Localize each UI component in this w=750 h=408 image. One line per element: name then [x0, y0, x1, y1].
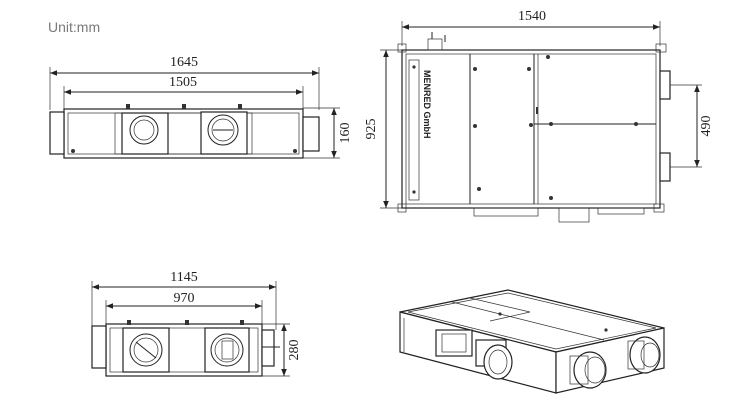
unit-body-front [63, 108, 304, 159]
dim-1540: 1540 [518, 9, 546, 24]
dim-925: 925 [364, 119, 379, 140]
dim-1505: 1505 [169, 75, 197, 90]
brand-label: MENRED GmbH [422, 70, 432, 139]
dim-1145: 1145 [170, 270, 197, 285]
dim-160: 160 [338, 123, 353, 144]
plan-view: 1540 925 [364, 9, 714, 223]
dim-1645: 1645 [170, 55, 198, 70]
isometric-view [399, 289, 665, 394]
unit-body-plan [401, 49, 661, 209]
dim-280: 280 [287, 340, 302, 361]
dim-490: 490 [699, 116, 714, 137]
front-elevation-view: 1645 1505 160 [49, 55, 353, 159]
dim-970: 970 [174, 291, 195, 306]
side-elevation-view: 1145 970 280 [91, 270, 302, 377]
unit-label: Unit:mm [48, 19, 101, 35]
